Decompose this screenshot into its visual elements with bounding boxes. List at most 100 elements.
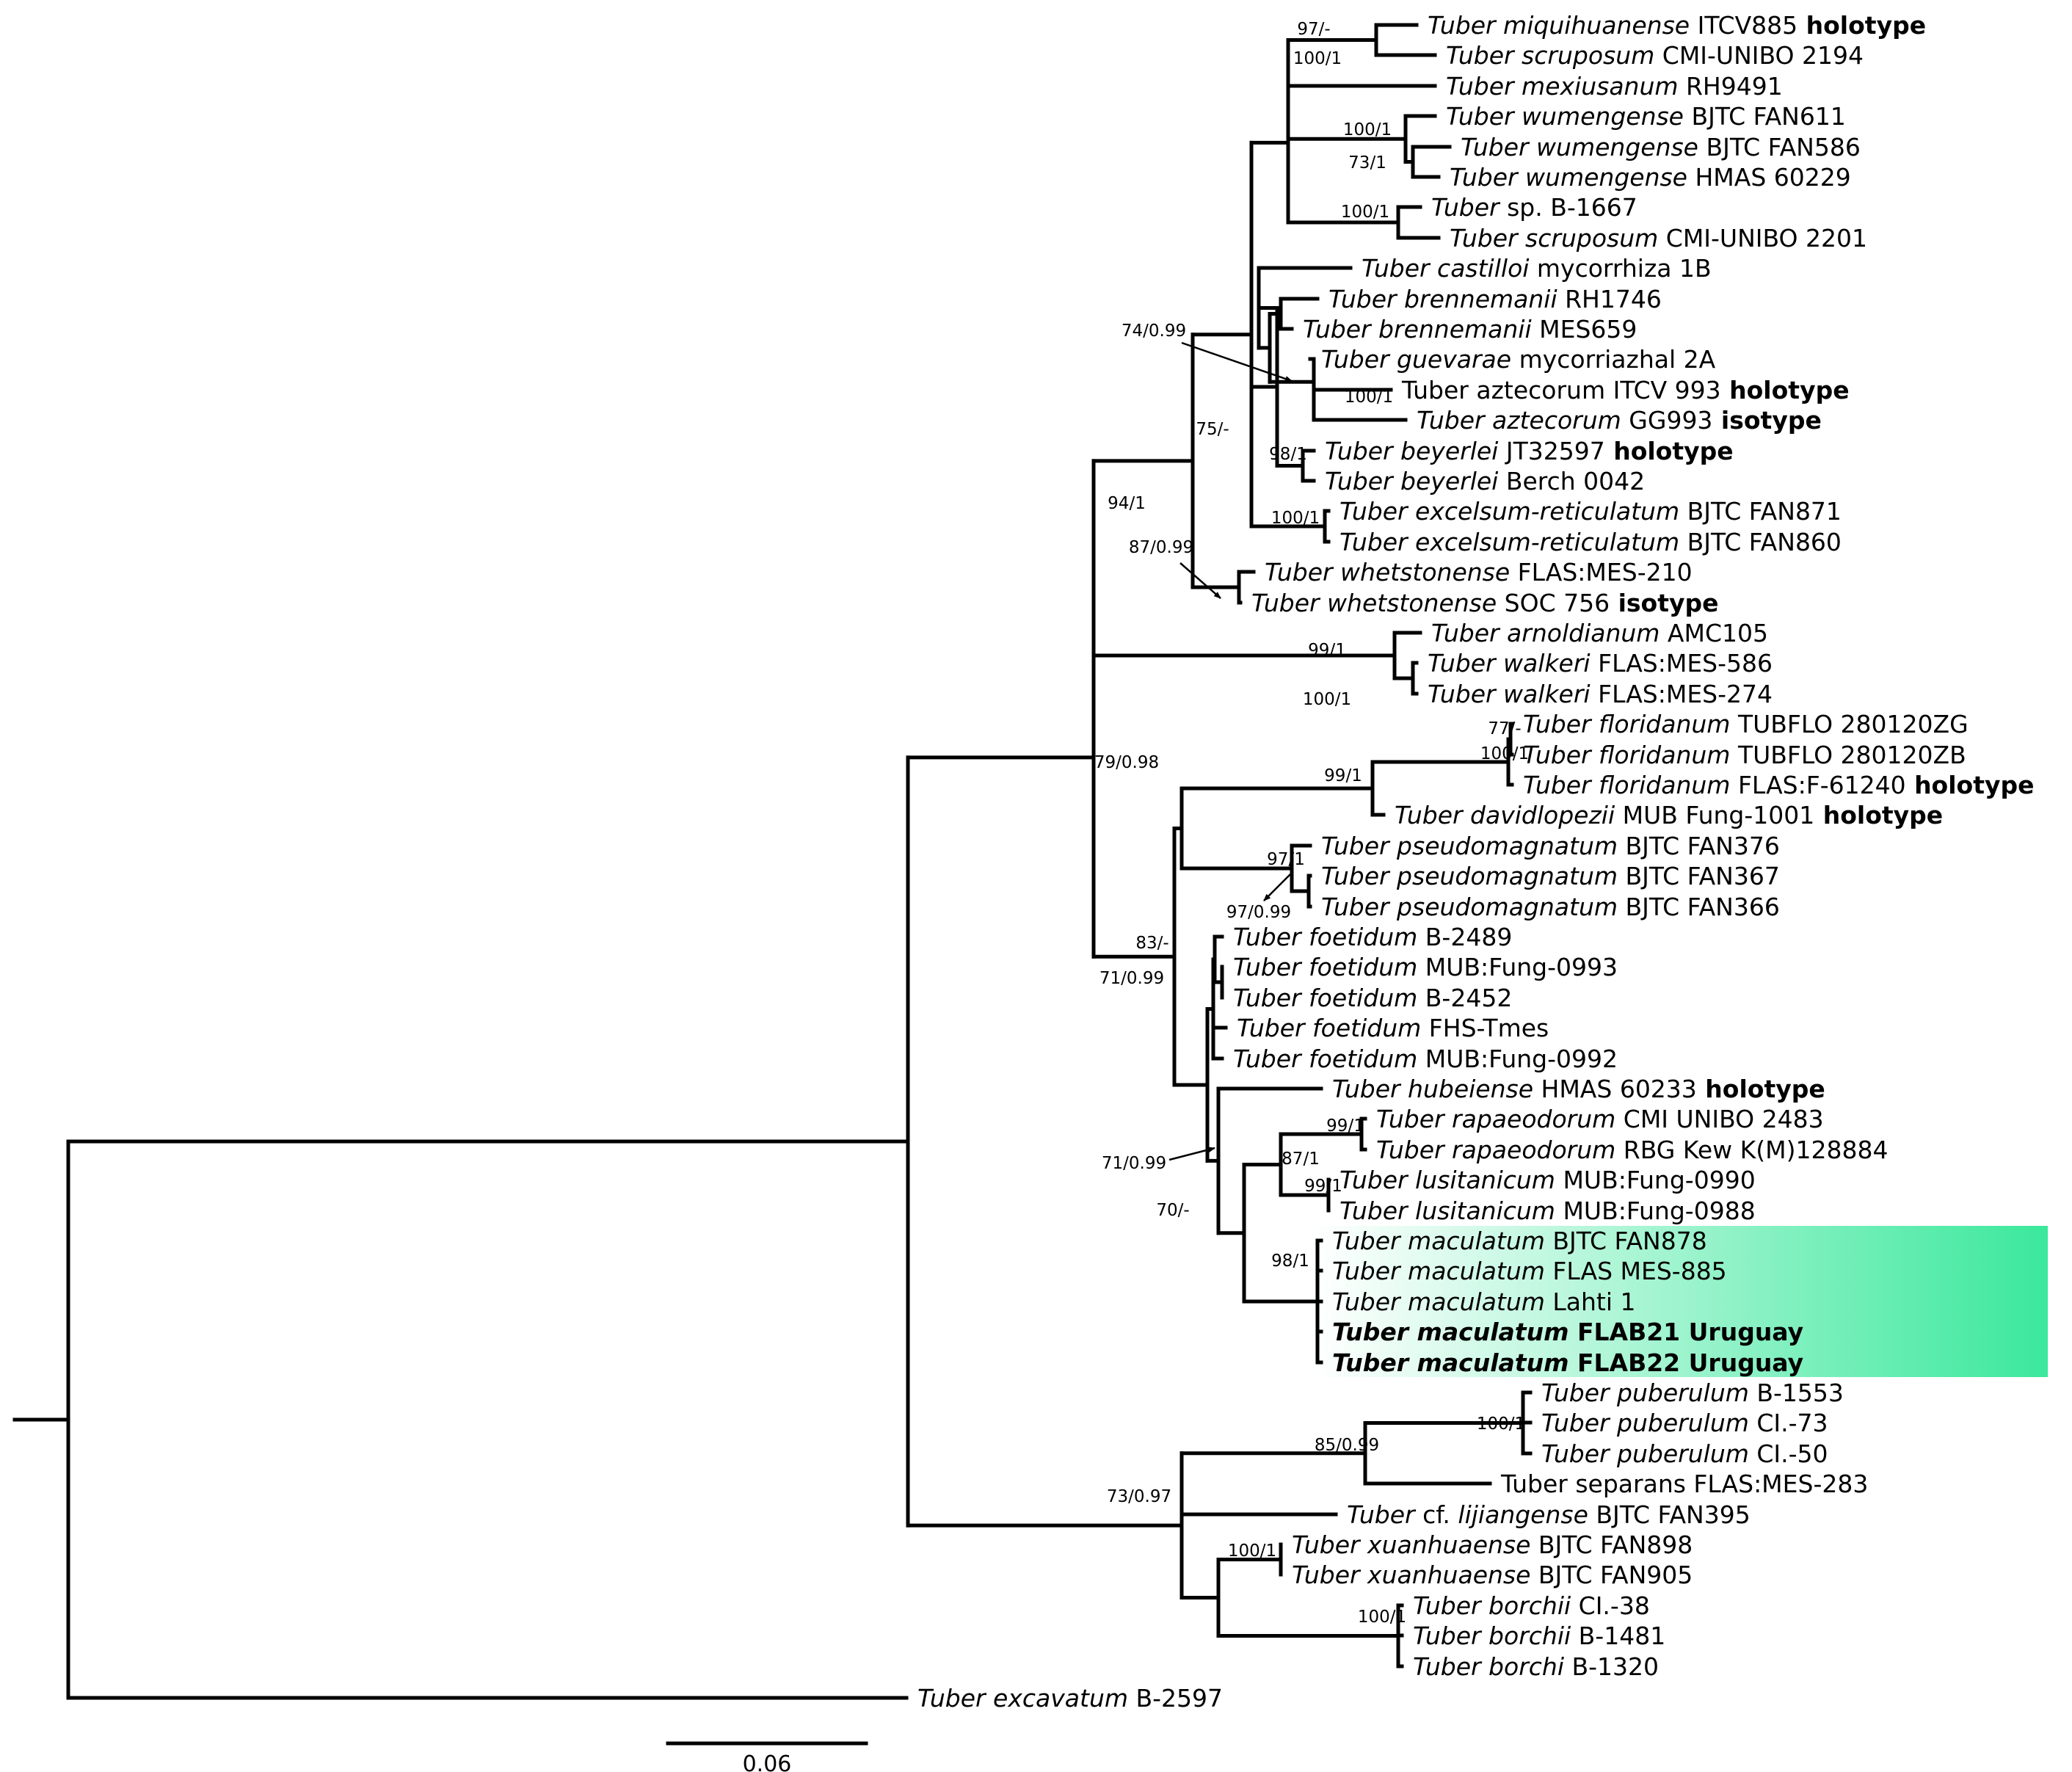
species-name: Tuber floridanum	[1523, 741, 1730, 769]
species-name: Tuber guevarae	[1321, 345, 1511, 374]
specimen-code: FLAS:MES-586	[1591, 649, 1773, 678]
tip-label: Tuber beyerlei JT32597 holotype	[1325, 437, 1734, 465]
specimen-code: BJTC FAN871	[1679, 497, 1842, 526]
tip-label: Tuber excelsum-reticulatum BJTC FAN860	[1339, 528, 1842, 556]
specimen-code: FHS-Tmes	[1421, 1014, 1549, 1042]
support-value: 94/1	[1108, 494, 1146, 513]
support-values: 97/-100/1100/173/1100/174/0.99100/198/17…	[1094, 20, 1529, 1627]
tip-label: Tuber brennemanii RH1746	[1328, 285, 1662, 313]
specimen-code: FLAS:MES-274	[1591, 680, 1773, 708]
support-value: 100/1	[1303, 690, 1351, 709]
species-name: Tuber borchii	[1413, 1591, 1571, 1620]
species-name: Tuber	[1347, 1500, 1417, 1529]
tip-label: Tuber aztecorum ITCV 993 holotype	[1401, 376, 1850, 404]
tip-label: Tuber rapaeodorum CMI UNIBO 2483	[1376, 1105, 1824, 1133]
species-name: Tuber arnoldianum	[1431, 619, 1660, 647]
specimen-code: BJTC FAN376	[1618, 832, 1780, 860]
specimen-code: CI.-38	[1571, 1591, 1650, 1620]
tip-label: Tuber aztecorum GG993 isotype	[1417, 406, 1822, 435]
species-name: Tuber floridanum	[1523, 771, 1730, 799]
specimen-code: ITCV885	[1690, 11, 1797, 40]
specimen-code: Lahti 1	[1545, 1288, 1636, 1316]
support-leader-arrow	[1181, 341, 1293, 382]
specimen-code: RH1746	[1557, 285, 1662, 313]
tip-label: Tuber walkeri FLAS:MES-274	[1428, 680, 1773, 708]
species-name: Tuber brennemanii	[1328, 285, 1557, 313]
specimen-code: Tuber aztecorum ITCV 993	[1401, 376, 1721, 404]
tip-label: Tuber castilloi mycorrhiza 1B	[1362, 254, 1712, 283]
species-name: Tuber excavatum	[917, 1684, 1128, 1713]
species-name: Tuber borchi	[1413, 1652, 1564, 1681]
tip-label: Tuber puberulum CI.-73	[1541, 1409, 1828, 1437]
support-value: 74/0.99	[1122, 322, 1186, 341]
tip-label: Tuber xuanhuaense BJTC FAN898	[1292, 1530, 1693, 1559]
specimen-code: B-1481	[1571, 1622, 1665, 1650]
tip-label: Tuber guevarae mycorriazhal 2A	[1321, 345, 1716, 374]
support-value: 73/0.97	[1107, 1487, 1171, 1506]
specimen-code: CMI-UNIBO 2201	[1658, 224, 1867, 253]
species-name: Tuber beyerlei	[1325, 467, 1498, 495]
support-leader-arrow	[1263, 874, 1291, 901]
tip-label: Tuber borchii CI.-38	[1413, 1591, 1650, 1620]
tip-label: Tuber whetstonense SOC 756 isotype	[1251, 589, 1719, 617]
species-name: Tuber maculatum	[1332, 1227, 1545, 1255]
tip-label: Tuber maculatum BJTC FAN878	[1332, 1227, 1707, 1255]
species-name: Tuber foetidum	[1233, 984, 1417, 1012]
species-name: Tuber borchii	[1413, 1622, 1571, 1650]
specimen-code: BJTC FAN586	[1698, 133, 1861, 161]
tree-branches	[12, 23, 1533, 1700]
tip-label: Tuber maculatum FLAS MES-885	[1332, 1257, 1727, 1285]
specimen-code: HMAS 60233	[1533, 1075, 1697, 1103]
support-value: 99/1	[1308, 641, 1346, 660]
specimen-code: JT32597	[1498, 437, 1604, 465]
specimen-code: Berch 0042	[1498, 467, 1645, 495]
support-value: 100/1	[1271, 509, 1320, 528]
support-value: 70/-	[1156, 1201, 1189, 1220]
support-value: 87/1	[1282, 1150, 1320, 1169]
tip-label: Tuber hubeiense HMAS 60233 holotype	[1332, 1075, 1825, 1103]
specimen-code: GG993	[1621, 406, 1713, 435]
tip-label: Tuber floridanum TUBFLO 280120ZB	[1523, 741, 1966, 769]
species-name: Tuber aztecorum	[1417, 406, 1621, 435]
species-name: Tuber pseudomagnatum	[1321, 832, 1618, 860]
support-value: 100/1	[1480, 744, 1529, 763]
tip-label: Tuber scruposum CMI-UNIBO 2201	[1450, 224, 1867, 253]
tip-label: Tuber borchi B-1320	[1413, 1652, 1659, 1681]
specimen-code: BJTC FAN860	[1679, 528, 1842, 556]
support-value: 100/1	[1345, 388, 1393, 407]
species-name: Tuber maculatum	[1332, 1348, 1568, 1377]
support-leader-arrow	[1168, 1147, 1215, 1161]
species-name: Tuber foetidum	[1233, 1045, 1417, 1073]
scale-bar: 0.06	[666, 1741, 868, 1772]
tip-label: Tuber xuanhuaense BJTC FAN905	[1292, 1561, 1693, 1589]
species-name: Tuber maculatum	[1332, 1318, 1568, 1346]
tip-label: Tuber scruposum CMI-UNIBO 2194	[1446, 41, 1864, 70]
specimen-code: CMI-UNIBO 2194	[1654, 41, 1864, 70]
support-value: 71/0.99	[1099, 969, 1164, 988]
specimen-code: FLAB22 Uruguay	[1568, 1348, 1803, 1377]
specimen-code: MUB:Fung-0993	[1417, 953, 1618, 981]
species-name: Tuber miquihuanense	[1428, 11, 1690, 40]
tip-label: Tuber foetidum FHS-Tmes	[1237, 1014, 1549, 1042]
type-status: holotype	[1721, 376, 1850, 404]
tip-label: Tuber sp. B-1667	[1431, 193, 1637, 222]
species-name: Tuber foetidum	[1233, 923, 1417, 951]
tip-label: Tuber maculatum Lahti 1	[1332, 1288, 1636, 1316]
specimen-code: sp. B-1667	[1500, 193, 1637, 222]
type-status: holotype	[1814, 801, 1943, 829]
specimen-code: B-2452	[1417, 984, 1512, 1012]
specimen-code: MUB:Fung-0990	[1555, 1166, 1756, 1194]
specimen-code: FLAS:MES-210	[1510, 558, 1692, 587]
species-name: Tuber pseudomagnatum	[1321, 862, 1618, 890]
species-name: Tuber brennemanii	[1303, 315, 1532, 344]
species-name: Tuber floridanum	[1523, 710, 1730, 738]
species-name: Tuber davidlopezii	[1395, 801, 1615, 829]
support-value: 100/1	[1228, 1542, 1276, 1561]
specimen-code: BJTC FAN611	[1684, 102, 1846, 131]
type-status: holotype	[1906, 771, 2035, 799]
support-value: 98/1	[1269, 445, 1307, 464]
support-value: 100/1	[1341, 203, 1389, 222]
tip-label: Tuber pseudomagnatum BJTC FAN366	[1321, 893, 1780, 921]
specimen-code: B-2597	[1128, 1684, 1223, 1713]
specimen-code: MES659	[1532, 315, 1637, 344]
